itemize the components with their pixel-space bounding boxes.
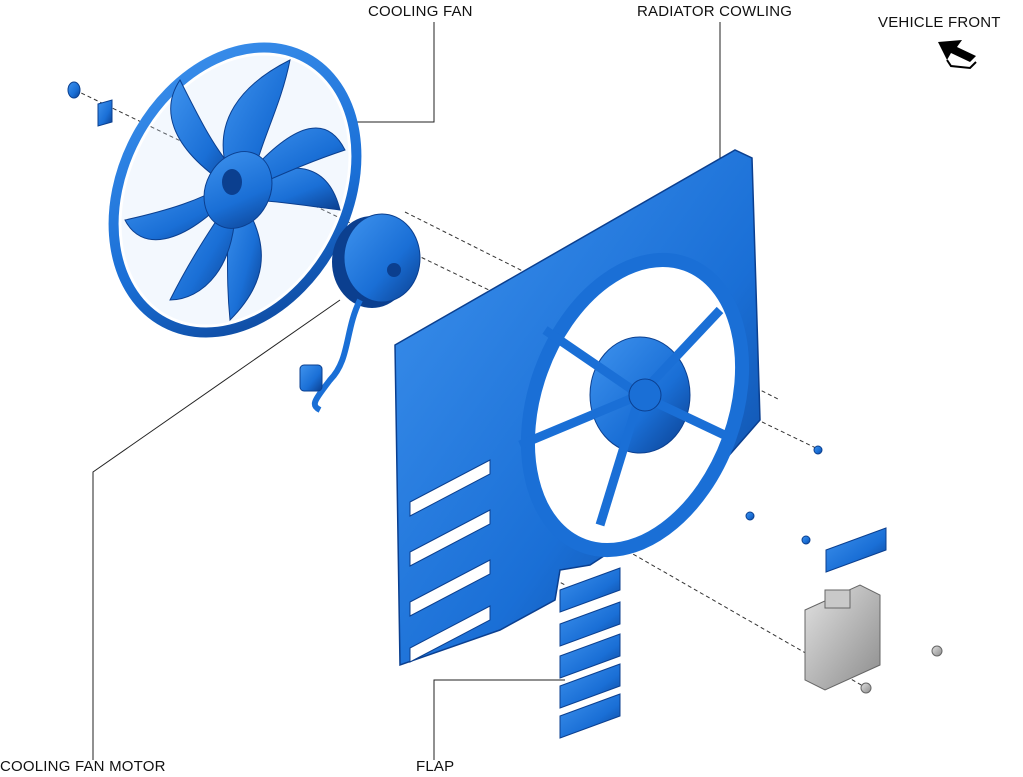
leader-lines <box>92 22 721 760</box>
cooling-fan <box>108 42 362 338</box>
leader-flap <box>433 679 565 760</box>
radiator-cowling <box>394 149 761 667</box>
vehicle-front-arrow-icon <box>938 40 977 70</box>
clip-part <box>67 81 113 127</box>
leader-cooling-fan <box>350 22 435 123</box>
flap <box>559 633 621 679</box>
fan-control-module <box>804 584 881 691</box>
label-vehicle-front: VEHICLE FRONT <box>878 14 1001 31</box>
flaps <box>559 527 887 739</box>
label-cooling-fan-motor: COOLING FAN MOTOR <box>0 758 166 775</box>
leader-cooling-fan-motor <box>92 299 341 760</box>
flap <box>559 567 621 613</box>
flap <box>559 693 621 739</box>
screws <box>745 445 823 545</box>
flap <box>559 601 621 647</box>
flap <box>825 527 887 573</box>
gray-screws <box>860 645 943 694</box>
label-cooling-fan: COOLING FAN <box>368 3 473 20</box>
label-radiator-cowling: RADIATOR COWLING <box>637 3 793 20</box>
label-flap: FLAP <box>416 758 455 775</box>
cooling-fan-motor <box>299 213 421 413</box>
flap <box>559 663 621 709</box>
